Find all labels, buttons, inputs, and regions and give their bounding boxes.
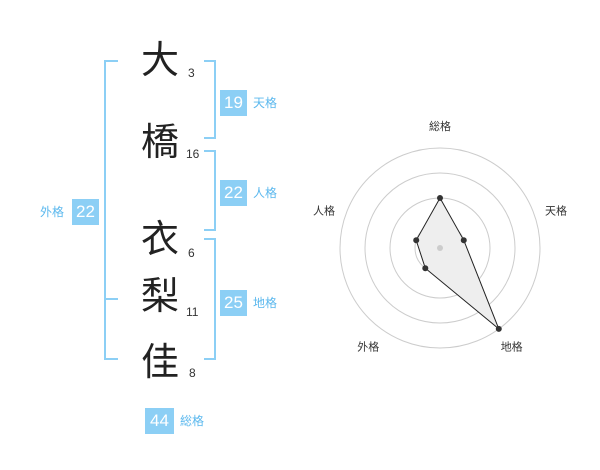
tenkaku-bracket bbox=[204, 60, 216, 139]
chikaku-label: 地格 bbox=[253, 296, 278, 310]
stroke-count-4: 11 bbox=[186, 305, 199, 319]
chikaku-badge: 25 bbox=[220, 290, 247, 316]
name-char-4: 梨 bbox=[140, 274, 179, 318]
radar-axis-label-3: 外格 bbox=[357, 340, 379, 354]
stroke-count-5: 8 bbox=[189, 366, 196, 380]
chikaku-bracket bbox=[204, 238, 216, 360]
radar-axis-label-0: 総格 bbox=[429, 119, 451, 133]
tenkaku-label: 天格 bbox=[253, 96, 278, 110]
gaikaku-bracket-tick bbox=[104, 298, 118, 300]
radar-point-3 bbox=[422, 265, 429, 272]
jinkaku-badge: 22 bbox=[220, 180, 247, 206]
jinkaku-label: 人格 bbox=[253, 186, 278, 200]
stroke-count-3: 6 bbox=[188, 246, 195, 260]
stroke-count-1: 3 bbox=[188, 66, 195, 80]
radar-point-4 bbox=[413, 237, 420, 244]
gaikaku-label: 外格 bbox=[40, 205, 65, 219]
radar-axis-label-4: 人格 bbox=[313, 203, 335, 217]
radar-ring-4 bbox=[339, 147, 541, 349]
gaikaku-bracket bbox=[104, 60, 118, 360]
name-char-2: 橋 bbox=[140, 120, 179, 164]
tenkaku-badge: 19 bbox=[220, 90, 247, 116]
radar-axis-label-1: 天格 bbox=[545, 203, 567, 217]
stroke-count-2: 16 bbox=[186, 147, 200, 161]
name-char-1: 大 bbox=[140, 38, 179, 82]
radar-ring-3 bbox=[364, 172, 516, 324]
name-char-5: 佳 bbox=[140, 340, 179, 384]
name-char-3: 衣 bbox=[140, 217, 179, 261]
radar-point-0 bbox=[437, 195, 443, 201]
radar-axis-label-2: 地格 bbox=[501, 340, 523, 354]
jinkaku-bracket bbox=[204, 150, 216, 231]
radar-shape bbox=[415, 196, 500, 330]
radar-center-dot bbox=[437, 245, 443, 251]
gaikaku-badge: 22 bbox=[72, 199, 99, 225]
radar-point-1 bbox=[460, 237, 467, 244]
soukaku-badge: 44 bbox=[145, 408, 174, 434]
soukaku-label: 総格 bbox=[180, 414, 205, 428]
radar-point-2 bbox=[495, 325, 502, 332]
